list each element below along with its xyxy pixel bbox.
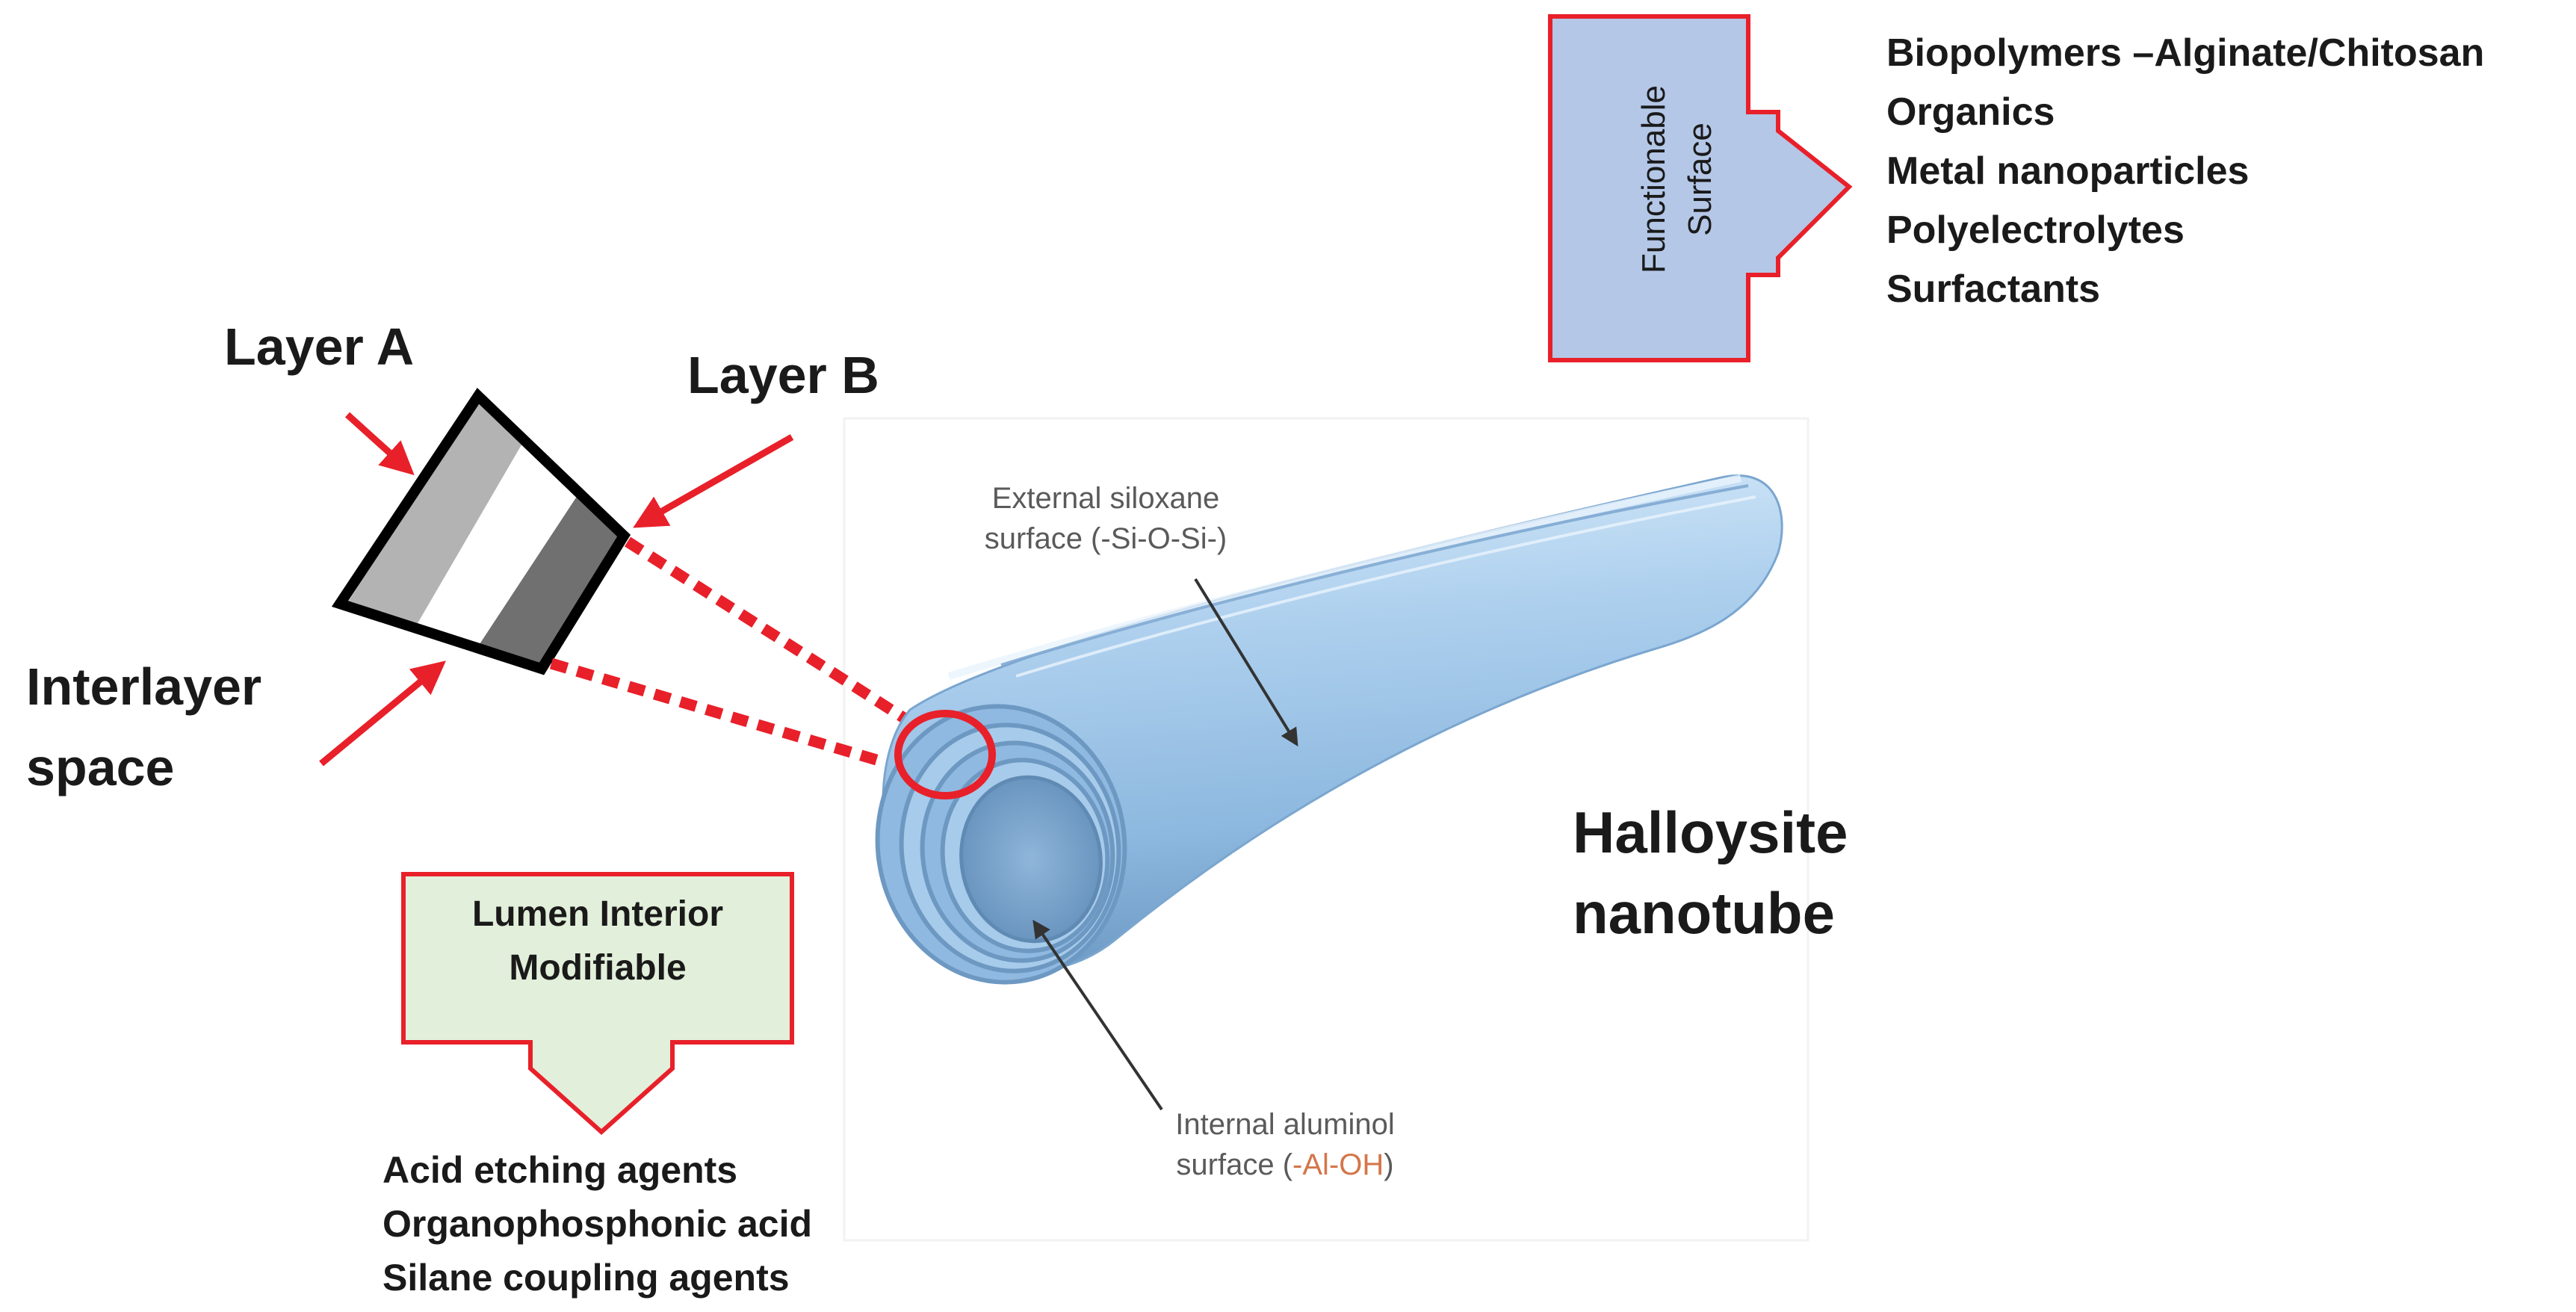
- interlayer-line-1: Interlayer: [26, 657, 262, 716]
- lumen-item: Acid etching agents: [383, 1149, 738, 1191]
- layer-a-arrow: [344, 412, 415, 476]
- internal-line-2: surface (-Al-OH): [1106, 1145, 1464, 1185]
- zoom-highlight-circle: [894, 710, 996, 799]
- lumen-item: Organophosphonic acid: [383, 1203, 813, 1245]
- external-line-2: surface (-Si-O-Si-): [984, 522, 1227, 555]
- lumen-item: Silane coupling agents: [383, 1257, 790, 1299]
- external-line-1: External siloxane: [991, 482, 1220, 515]
- interlayer-label: Interlayer space: [26, 646, 261, 808]
- interlayer-line-2: space: [26, 738, 175, 796]
- lumen-line-1: Lumen Interior: [471, 894, 724, 934]
- functionable-surface-label: Functionable Surface: [1584, 37, 1771, 321]
- functionable-item: Organics: [1886, 90, 2055, 134]
- aluminol-group: -Al-OH: [1292, 1148, 1384, 1181]
- zoom-line-lower: [549, 657, 899, 772]
- lumen-interior-arrow-box: [401, 872, 794, 1136]
- external-siloxane-label: External siloxane surface (-Si-O-Si-): [926, 478, 1285, 559]
- internal-line-1: Internal aluminol: [1175, 1108, 1395, 1141]
- external-surface-pointer: [1194, 578, 1298, 747]
- photo-frame: [843, 417, 1809, 1242]
- functionable-item: Surfactants: [1886, 267, 2101, 311]
- lumen-line-2: Modifiable: [509, 948, 687, 988]
- halloysite-nanotube: [875, 474, 1783, 985]
- internal-suffix: ): [1384, 1148, 1394, 1181]
- nanotube-title-line-1: Halloysite: [1573, 799, 1848, 865]
- functionable-list: Biopolymers –Alginate/Chitosan Organics …: [1886, 24, 2484, 319]
- zoom-line-upper: [624, 536, 924, 734]
- nanotube-title-line-2: nanotube: [1573, 880, 1835, 946]
- functionable-item: Metal nanoparticles: [1886, 149, 2250, 193]
- lumen-interior-label: Lumen Interior Modifiable: [403, 878, 792, 1005]
- internal-prefix: surface (: [1176, 1148, 1293, 1181]
- lumen-list: Acid etching agents Organophosphonic aci…: [383, 1143, 812, 1305]
- functionable-surface-arrow-box: [1548, 14, 1853, 362]
- nanotube-title: Halloysite nanotube: [1573, 792, 1848, 953]
- internal-surface-pointer: [1032, 920, 1163, 1111]
- layer-a-label: Layer A: [224, 318, 415, 376]
- layer-b-label: Layer B: [687, 346, 879, 404]
- layer-cross-section: [332, 388, 631, 675]
- functionable-line-1: Functionable: [1635, 85, 1673, 273]
- layer-b-arrow: [633, 434, 794, 528]
- interlayer-arrow: [319, 660, 446, 767]
- functionable-item: Biopolymers –Alginate/Chitosan: [1886, 31, 2485, 75]
- functionable-line-2: Surface: [1682, 123, 1719, 236]
- internal-aluminol-label: Internal aluminol surface (-Al-OH): [1106, 1104, 1464, 1185]
- functionable-item: Polyelectrolytes: [1886, 208, 2185, 252]
